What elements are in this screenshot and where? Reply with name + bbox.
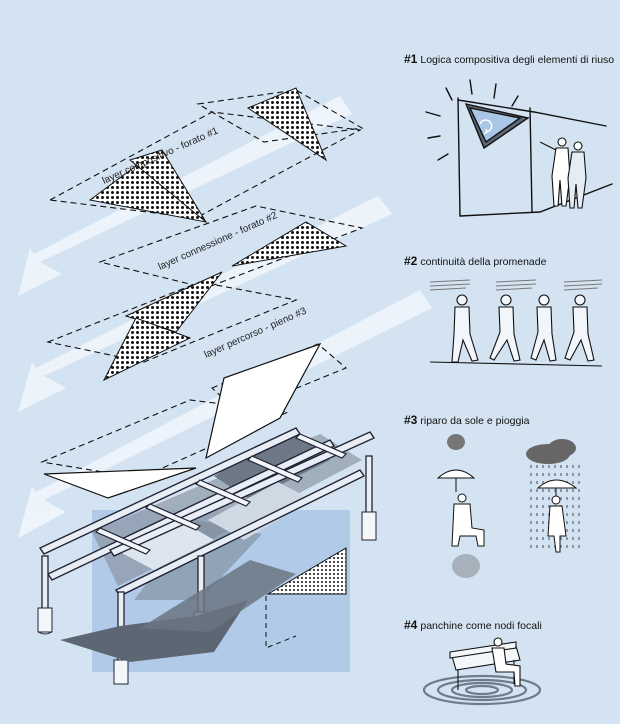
side-perforated-panel	[266, 547, 347, 595]
legend-number-2: #2	[404, 254, 418, 268]
roof-structure	[37, 427, 377, 685]
legend-text-3: riparo da sole e pioggia	[420, 415, 530, 427]
legend-number-1: #1	[404, 52, 418, 66]
recycle-icon	[479, 119, 493, 135]
layer-2-frames	[46, 205, 364, 363]
illustration-reuse-logic	[425, 79, 613, 217]
flow-arrow-1	[18, 96, 352, 296]
cloud-icon	[447, 434, 465, 450]
legend-text-4: panchine come nodi focali	[420, 620, 542, 632]
illustration-shelter	[436, 434, 584, 578]
legend-text-1: Logica compositiva degli elementi di riu…	[420, 54, 615, 66]
illustration-promenade	[429, 279, 603, 367]
spiral-pattern	[422, 674, 542, 706]
wind-icon	[429, 279, 603, 291]
perforated-triangle-1a	[246, 87, 328, 162]
solid-sheet-1	[205, 342, 322, 460]
illustration-bench	[422, 637, 542, 706]
flow-arrow-2	[18, 196, 392, 412]
umbrella-icon	[436, 469, 476, 479]
legend-number-3: #3	[404, 413, 418, 427]
legend-number-4: #4	[404, 618, 418, 632]
side-dashed-frame	[265, 596, 297, 649]
perforated-triangle-2c	[102, 317, 192, 382]
flow-arrow-3	[18, 290, 432, 538]
people-group	[539, 137, 587, 209]
perforated-triangle-1c	[128, 149, 207, 223]
layer-label-3: layer percorso - pieno #3	[203, 306, 309, 361]
solid-sheet-2	[43, 467, 197, 499]
perforated-triangle-2a	[231, 221, 348, 267]
layer-1-frames	[48, 89, 364, 219]
legend-text-2: continuità della promenade	[420, 256, 547, 268]
